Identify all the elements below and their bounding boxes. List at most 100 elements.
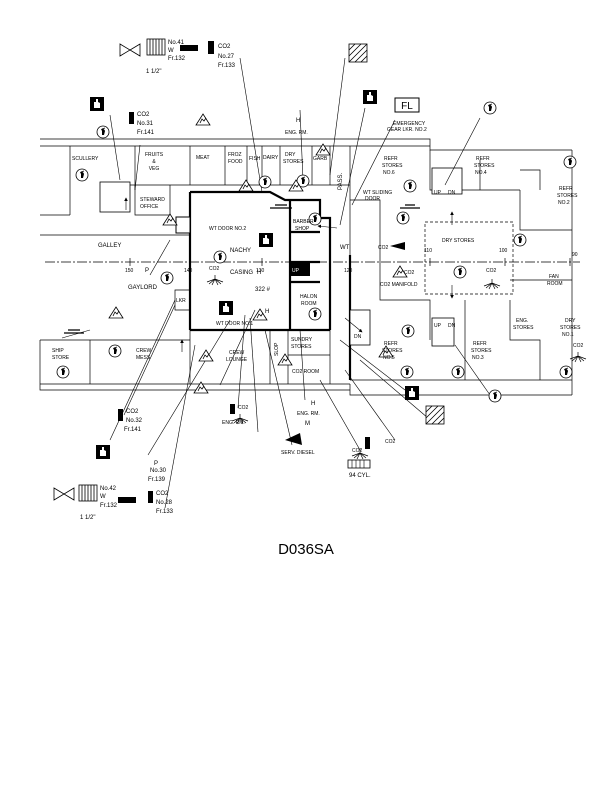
label-94-cyl: 94 CYL. (349, 473, 371, 479)
machinery-casing-walls (175, 190, 352, 380)
bot-co2-fr: Fr.133 (156, 509, 174, 515)
h-eng-rm: H (311, 401, 315, 407)
label-refr3-2: STORES (471, 348, 492, 354)
top-hose-no: No.41 (168, 40, 185, 46)
label-322: 322 # (255, 287, 271, 293)
label-dry-fwd-2: STORES (283, 159, 304, 165)
co2-94-a: CO2 (385, 439, 396, 445)
co2-32-no: No.32 (126, 418, 143, 424)
label-refr2a-1: REFR (559, 186, 573, 192)
co2-94-b: CO2 (352, 448, 363, 454)
label-casing: CASING (230, 270, 253, 276)
drawing-id: D036SA (278, 541, 334, 558)
label-refr4-1: REFR (476, 156, 490, 162)
frame-110: 110 (424, 248, 432, 254)
label-wt-door-1: WT DOOR NO.1 (216, 321, 253, 327)
aft-room-partitions (89, 160, 572, 384)
label-steward-2: OFFICE (140, 204, 159, 210)
label-dry-fwd-1: DRY (285, 152, 296, 158)
top-co2-label: CO2 (218, 44, 231, 50)
label-ship-1: SHIP (52, 348, 64, 354)
label-dry1-3: NO.1 (562, 332, 574, 338)
fl-label: FL (401, 101, 413, 112)
co2-31-fr: Fr.141 (137, 130, 155, 136)
co2-bottle-icon (118, 41, 370, 503)
label-eng-rm-1: ENG. RM. (222, 420, 245, 426)
label-galley: GALLEY (98, 243, 121, 249)
label-co2-room: CO2 ROOM (292, 369, 319, 375)
label-crew-mess-2: MESS (136, 355, 151, 361)
label-scullery: SCULLERY (72, 156, 99, 162)
co2-dry1: CO2 (573, 343, 584, 349)
label-wt: WT (340, 245, 350, 251)
dry-stores-outline (424, 221, 514, 295)
p-30-no: No.30 (150, 468, 167, 474)
label-updn-bot-up: UP (434, 323, 442, 329)
label-refr6-3: NO.6 (383, 170, 395, 176)
label-casing-h: H (257, 270, 261, 276)
label-crew-lounge-1: CREW (229, 350, 245, 356)
label-wt-door-2: WT DOOR NO.2 (209, 226, 246, 232)
p-30-label: P (154, 461, 158, 467)
frame-130: 130 (256, 268, 265, 274)
label-refr4-3: NO.4 (475, 170, 487, 176)
label-refr2a-3: NO.2 (558, 200, 570, 206)
bot-hose-fr: Fr.132 (100, 503, 118, 509)
label-garb: GARB (313, 156, 328, 162)
leader-lines (61, 57, 491, 509)
label-froz-1: FROZ (228, 152, 242, 158)
co2-31-label: CO2 (137, 112, 150, 118)
fl-box (394, 97, 420, 113)
label-pass: PASS. (338, 172, 344, 190)
co2-manifold-tag: CO2 (404, 270, 415, 276)
forward-store-partitions (40, 146, 351, 380)
label-refr5-3: NO.5 (383, 355, 395, 361)
label-eng-stores-1: ENG. (516, 318, 528, 324)
frame-150: 150 (125, 268, 134, 274)
label-wt-sliding-2: DOOR (365, 196, 380, 202)
label-meat: MEAT (196, 155, 210, 161)
top-co2-no: No.27 (218, 54, 235, 60)
h-eng-rm-top: H (296, 118, 300, 124)
label-eng-rm-2: ENG. RM. (297, 411, 320, 417)
label-dry-mid: DRY STORES (442, 238, 475, 244)
label-emergency-2: GEAR LKR. NO.2 (387, 127, 427, 133)
top-hose-size: 1 1/2" (146, 69, 161, 75)
label-serv-diesel: SERV. DIESEL (281, 450, 315, 456)
top-hose-fr: Fr.132 (168, 56, 186, 62)
flow-arrows (124, 197, 454, 352)
label-co2-manifold: CO2 MANIFOLD (380, 282, 418, 288)
label-steward-1: STEWARD (140, 197, 165, 203)
sprinkler-icon (206, 274, 587, 460)
label-halon-1: HALON (300, 294, 318, 300)
bot-co2-label: CO2 (156, 491, 169, 497)
bot-co2-no: No.28 (156, 500, 173, 506)
label-updn-top-up: UP (434, 190, 442, 196)
label-barber-1: BARBER (293, 219, 314, 225)
label-sundry-1: SUNDRY (291, 337, 313, 343)
label-froz-2: FOOD (228, 159, 243, 165)
label-refr2a-2: STORES (557, 193, 578, 199)
label-wt-sliding-1: WT SLIDING (363, 190, 392, 196)
label-eng-rm-top: ENG. RM. (285, 130, 308, 136)
label-dairy: DAIRY (263, 155, 279, 161)
label-slop: SLOP (274, 342, 280, 356)
label-refr4-2: STORES (474, 163, 495, 169)
bot-hose-no: No.42 (100, 486, 117, 492)
label-updn-bot-dn: DN (448, 323, 456, 329)
frame-90: 90 (572, 252, 578, 258)
top-hose-w: W (168, 48, 174, 54)
label-barber-2: SHOP (295, 226, 310, 232)
label-fish: FISH (249, 156, 261, 162)
top-co2-fr: Fr.133 (218, 63, 236, 69)
label-dry1-1: DRY (565, 318, 576, 324)
co2-32-label: CO2 (126, 409, 139, 415)
label-crew-mess-1: CREW (136, 348, 152, 354)
label-refr6-2: STORES (382, 163, 403, 169)
label-up: UP (292, 268, 300, 274)
co2-31-no: No.31 (137, 121, 154, 127)
label-gaylord: GAYLORD (128, 285, 158, 291)
label-co2-arrow: CO2 (378, 245, 389, 251)
p-gaylord: P (145, 268, 149, 274)
